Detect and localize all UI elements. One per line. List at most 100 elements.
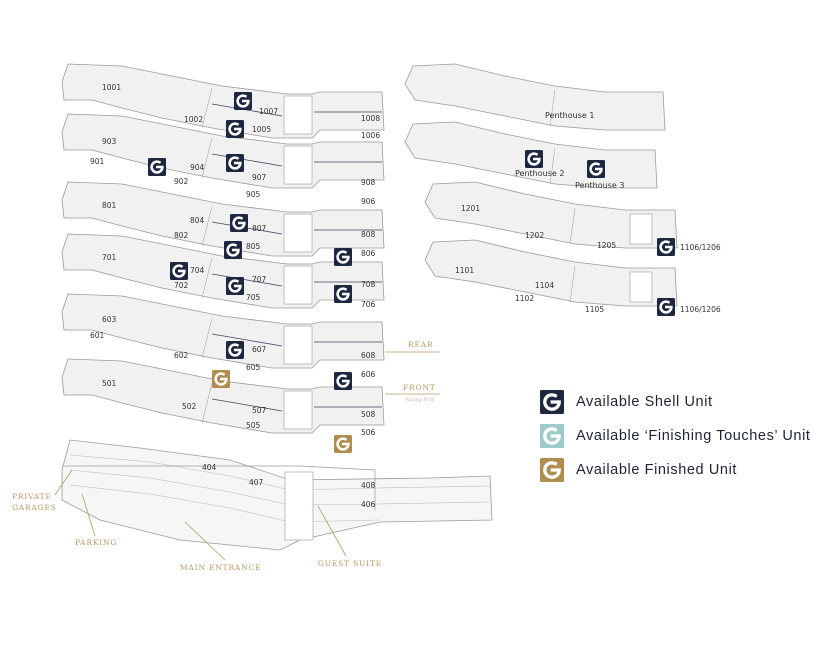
legend-label-finished: Available Finished Unit xyxy=(576,462,738,478)
unit-label-603: 603 xyxy=(102,315,117,324)
left-tower-floors xyxy=(61,63,385,434)
podium-outline xyxy=(61,439,493,551)
unit-label-904: 904 xyxy=(190,163,205,172)
core-8 xyxy=(283,213,313,253)
right-tower-floors xyxy=(404,63,678,307)
podium-line-1 xyxy=(69,454,491,491)
core-10 xyxy=(283,95,313,135)
unit-label-1102: 1102 xyxy=(515,294,534,303)
badge-g-glyph xyxy=(543,393,561,411)
callout-guest-suite: GUEST SUITE xyxy=(318,559,382,568)
floor-plate-PH1 xyxy=(404,63,666,131)
badge-g-glyph xyxy=(336,374,350,388)
unit-label-807: 807 xyxy=(252,224,267,233)
podium-line-3 xyxy=(69,484,381,523)
unit-label-407: 407 xyxy=(249,478,264,487)
unit-label-606: 606 xyxy=(361,370,376,379)
callout-parking-line xyxy=(81,493,96,537)
legend-item-shell: Available Shell Unit xyxy=(540,390,811,414)
badge-g-glyph xyxy=(659,240,673,254)
badge-mark xyxy=(540,390,564,414)
badge-g-glyph xyxy=(236,94,250,108)
unit-label-1008: 1008 xyxy=(361,114,380,123)
badge-unit-704 xyxy=(170,262,188,280)
badge-g-glyph xyxy=(228,156,242,170)
unit-label-905: 905 xyxy=(246,190,261,199)
badge-unit-907 xyxy=(226,154,244,172)
unit-label-501: 501 xyxy=(102,379,117,388)
badge-g-glyph xyxy=(214,372,228,386)
callout-parking: PARKING xyxy=(75,538,117,547)
badge-unit-902 xyxy=(148,158,166,176)
unit-label-608: 608 xyxy=(361,351,376,360)
unit-label-1201: 1201 xyxy=(461,204,480,213)
callout-private-garages-1: PRIVATE xyxy=(12,492,52,501)
unit-label-808: 808 xyxy=(361,230,376,239)
unit-label-1002: 1002 xyxy=(184,115,203,124)
callout-garages-line xyxy=(54,469,73,496)
callout-guest-line xyxy=(317,505,347,557)
unit-label-702: 702 xyxy=(174,281,189,290)
unit-label-903: 903 xyxy=(102,137,117,146)
unit-label-505: 505 xyxy=(246,421,261,430)
unit-label-1006: 1006 xyxy=(361,131,380,140)
core-ground xyxy=(284,471,314,541)
floor-plate-6 xyxy=(61,293,385,369)
unit-label-607: 607 xyxy=(252,345,267,354)
legend-label-finishing: Available ‘Finishing Touches’ Unit xyxy=(576,428,811,444)
badge-unit-607 xyxy=(226,341,244,359)
unit-label-804: 804 xyxy=(190,216,205,225)
badge-unit-1007 xyxy=(234,92,252,110)
unit-label-602: 602 xyxy=(174,351,189,360)
unit-label-Penthouse-3: Penthouse 3 xyxy=(575,181,624,190)
badge-unit-1106-1206 xyxy=(657,298,675,316)
unit-label-506: 506 xyxy=(361,428,376,437)
floor-plate-12 xyxy=(424,181,678,249)
unit-label-1205: 1205 xyxy=(597,241,616,250)
unit-label-706: 706 xyxy=(361,300,376,309)
wall-line xyxy=(201,137,213,179)
badge-mark xyxy=(540,458,564,482)
shell-unit-badge-icon xyxy=(540,390,564,414)
level-4-plate xyxy=(62,465,376,510)
floor-plate-11 xyxy=(424,239,678,307)
callout-front-sub: Facing N-W xyxy=(404,397,435,403)
badge-g-glyph xyxy=(543,427,561,445)
badge-g-glyph xyxy=(228,122,242,136)
wall-line xyxy=(549,89,556,127)
core-11 xyxy=(629,271,653,303)
unit-labels: 1001100210071005100810069039019029049079… xyxy=(90,83,721,509)
badge-g-glyph xyxy=(336,250,350,264)
availability-badges xyxy=(148,92,675,453)
unit-label-901: 901 xyxy=(90,157,105,166)
unit-label-705: 705 xyxy=(246,293,261,302)
badge-unit-605 xyxy=(212,370,230,388)
unit-divider-7 xyxy=(211,273,283,287)
badge-unit-606 xyxy=(334,372,352,390)
unit-label-502: 502 xyxy=(182,402,197,411)
callout-private-garages-2: GARAGES xyxy=(12,503,57,512)
badge-unit-807 xyxy=(230,214,248,232)
core-9 xyxy=(283,145,313,185)
callout-front: FRONT xyxy=(403,383,436,392)
finishing-touches-badge-icon xyxy=(540,424,564,448)
unit-label-802: 802 xyxy=(174,231,189,240)
legend-label-shell: Available Shell Unit xyxy=(576,394,713,410)
badge-g-glyph xyxy=(172,264,186,278)
badge-unit-805 xyxy=(224,241,242,259)
callout-rear: REAR xyxy=(408,340,433,349)
unit-label-406: 406 xyxy=(361,500,376,509)
badge-g-glyph xyxy=(150,160,164,174)
unit-label-704: 704 xyxy=(190,266,205,275)
unit-label-1101: 1101 xyxy=(455,266,474,275)
core-6 xyxy=(283,325,313,365)
unit-label-605: 605 xyxy=(246,363,261,372)
unit-label-1105: 1105 xyxy=(585,305,604,314)
badge-g-glyph xyxy=(659,300,673,314)
callout-entrance-line xyxy=(184,521,226,561)
unit-label-507: 507 xyxy=(252,406,267,415)
legend: Available Shell Unit Available ‘Finishin… xyxy=(540,390,811,492)
unit-label-1202: 1202 xyxy=(525,231,544,240)
